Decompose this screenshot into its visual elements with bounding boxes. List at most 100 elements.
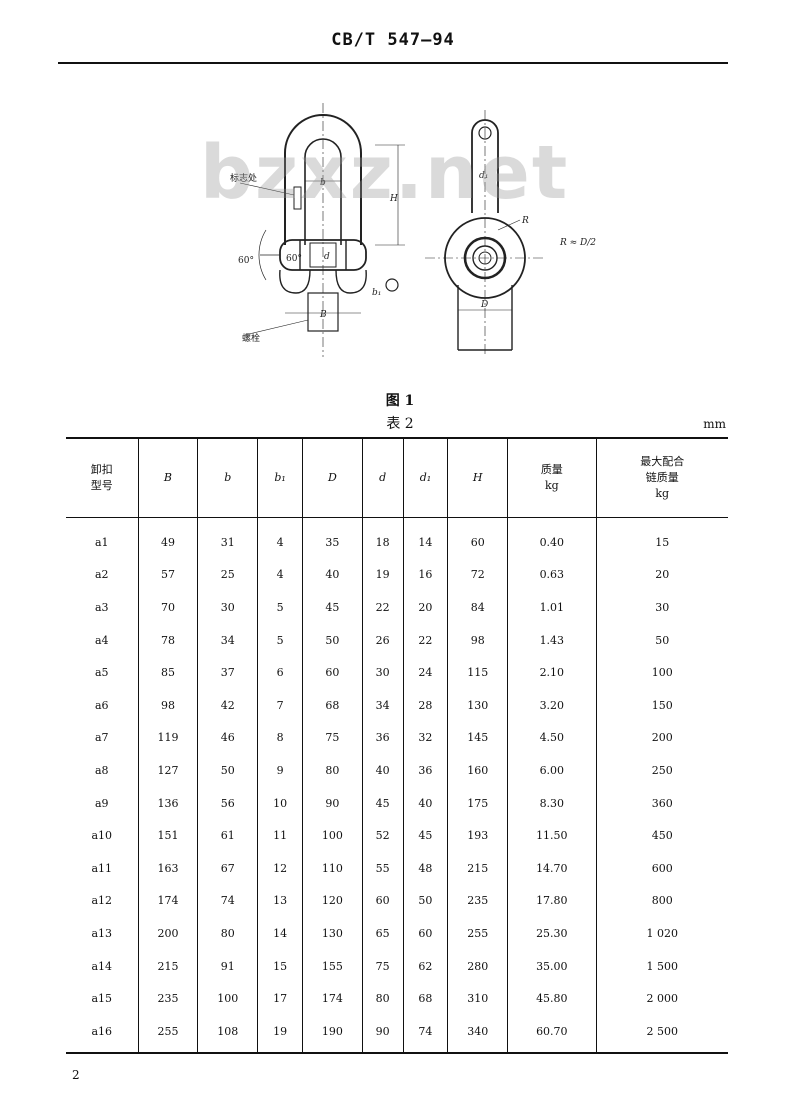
table-cell: 17: [257, 982, 303, 1015]
table-cell: 45: [361, 786, 404, 820]
table-cell: 127: [137, 754, 199, 787]
table-cell: 13: [257, 884, 303, 918]
label-d: d: [324, 252, 330, 262]
label-R: R: [521, 216, 529, 226]
table-cell: 6: [257, 656, 303, 689]
table-cell: 45: [402, 819, 449, 852]
figure-caption: 图 1: [385, 393, 415, 409]
table-cell: 31: [197, 517, 259, 559]
table-cell: 14: [257, 917, 303, 950]
table-cell: 100: [301, 819, 363, 852]
table-cell: 57: [137, 558, 199, 592]
table-cell: 32: [402, 721, 449, 755]
page-number: 2: [72, 1068, 80, 1082]
table-cell: 235: [447, 884, 509, 918]
table-cell: 10: [257, 786, 303, 820]
table-cell: 34: [361, 688, 404, 722]
table-cell: 280: [447, 949, 509, 983]
column-header: D: [301, 437, 363, 518]
table-cell: 25.30: [507, 917, 597, 950]
table-cell: 0.40: [507, 517, 597, 559]
table-cell: 12: [257, 851, 303, 885]
table-cell: 70: [137, 591, 199, 624]
table-cell: 119: [137, 721, 199, 755]
shackle-model-cell: a7: [66, 721, 139, 755]
table-cell: 36: [402, 754, 449, 787]
shackle-model-cell: a8: [66, 754, 139, 787]
table-cell: 49: [137, 517, 199, 559]
shackle-model-cell: a10: [66, 819, 139, 852]
table-cell: 35: [301, 517, 363, 559]
label-B: B: [319, 310, 327, 320]
table-cell: 310: [447, 982, 509, 1015]
shackle-model-cell: a6: [66, 688, 139, 722]
table-cell: 160: [447, 754, 509, 787]
table-cell: 75: [301, 721, 363, 755]
shackle-model-cell: a2: [66, 558, 139, 592]
table-cell: 74: [197, 884, 259, 918]
table-cell: 2 000: [595, 982, 728, 1015]
table-cell: 61: [197, 819, 259, 852]
table-cell: 3.20: [507, 688, 597, 722]
table-unit: mm: [703, 417, 726, 431]
table-cell: 80: [197, 917, 259, 950]
column-header: b: [197, 437, 259, 518]
table-cell: 100: [595, 656, 728, 689]
table-cell: 16: [402, 558, 449, 592]
table-cell: 15: [257, 949, 303, 983]
shackle-model-cell: a1: [66, 517, 139, 559]
shackle-model-cell: a3: [66, 591, 139, 624]
table-cell: 50: [301, 623, 363, 657]
shackle-model-cell: a4: [66, 623, 139, 657]
table-cell: 75: [361, 949, 404, 983]
shackle-model-cell: a14: [66, 949, 139, 983]
table-cell: 90: [301, 786, 363, 820]
shackle-drawing: 标志处 b H 60° 60° d b₁ B 螺栓 d₁ R R ≈ D/2 D: [200, 95, 630, 370]
label-angle-outer: 60°: [238, 256, 254, 266]
label-b: b: [320, 178, 326, 188]
table-cell: 20: [402, 591, 449, 624]
table-cell: 56: [197, 786, 259, 820]
table-cell: 115: [447, 656, 509, 689]
shackle-model-cell: a5: [66, 656, 139, 689]
table-cell: 215: [137, 949, 199, 983]
table-cell: 68: [402, 982, 449, 1015]
table-cell: 450: [595, 819, 728, 852]
table-cell: 130: [301, 917, 363, 950]
table-cell: 130: [447, 688, 509, 722]
table-cell: 18: [361, 517, 404, 559]
table-cell: 30: [595, 591, 728, 624]
shackle-model-cell: a16: [66, 1014, 139, 1054]
table-cell: 67: [197, 851, 259, 885]
table-cell: 1 020: [595, 917, 728, 950]
table-cell: 250: [595, 754, 728, 787]
table-cell: 155: [301, 949, 363, 983]
table-cell: 60: [447, 517, 509, 559]
table-cell: 1.01: [507, 591, 597, 624]
table-cell: 6.00: [507, 754, 597, 787]
table-cell: 175: [447, 786, 509, 820]
table-cell: 22: [361, 591, 404, 624]
column-header: 质量 kg: [507, 437, 597, 518]
table-cell: 55: [361, 851, 404, 885]
table-cell: 5: [257, 623, 303, 657]
table-cell: 22: [402, 623, 449, 657]
table-cell: 60.70: [507, 1014, 597, 1054]
label-angle-inner: 60°: [286, 254, 302, 264]
table-cell: 136: [137, 786, 199, 820]
table-cell: 98: [447, 623, 509, 657]
table-cell: 35.00: [507, 949, 597, 983]
document-header: CB/T 547—94: [331, 30, 455, 50]
label-D: D: [480, 300, 488, 310]
label-d1: d₁: [479, 171, 488, 181]
table-cell: 50: [595, 623, 728, 657]
column-header: 最大配合 链质量 kg: [595, 437, 728, 518]
table-cell: 200: [137, 917, 199, 950]
